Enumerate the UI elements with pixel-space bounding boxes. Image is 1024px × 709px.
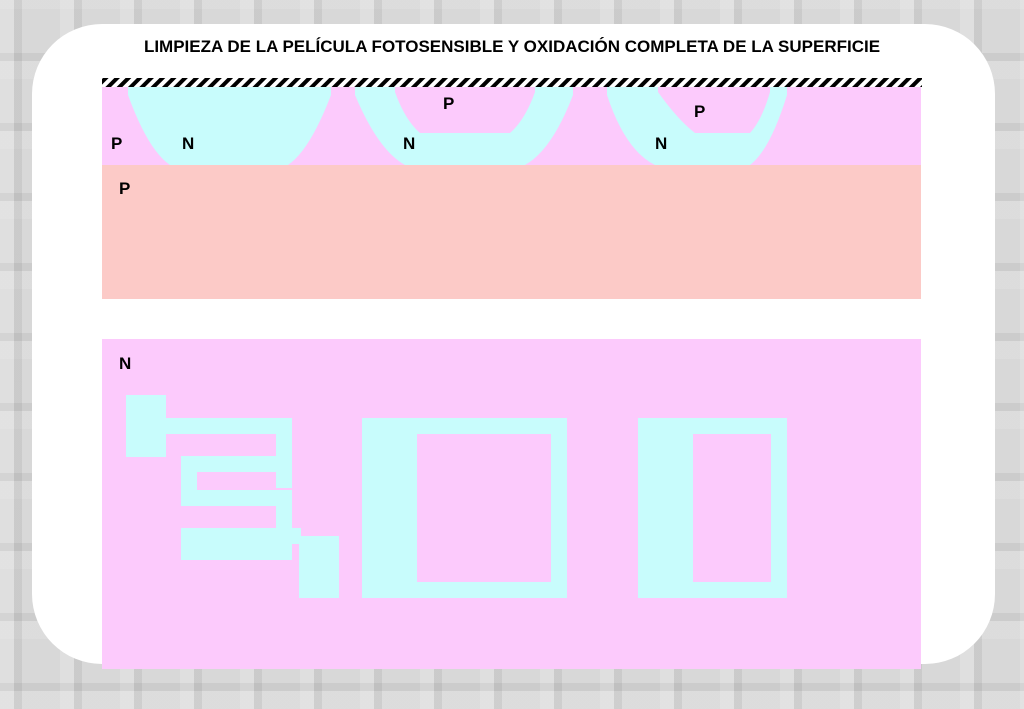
n-ring-rect: [638, 418, 787, 598]
serpentine-resistor: [126, 395, 339, 598]
cross-section: P N P N P N P: [102, 78, 922, 299]
resistor-pad-right: [299, 536, 339, 598]
resistor-pad-left: [126, 395, 166, 457]
label-n-well-3: N: [655, 134, 667, 153]
p-region-2: [395, 87, 535, 133]
label-p-region-2: P: [443, 94, 454, 113]
n-well-1: [128, 87, 331, 165]
slide-title: LIMPIEZA DE LA PELÍCULA FOTOSENSIBLE Y O…: [143, 37, 881, 56]
label-p-left: P: [111, 134, 122, 153]
label-n-top-view: N: [119, 354, 131, 373]
n-ring-square: [362, 418, 567, 598]
label-p-substrate: P: [119, 179, 130, 198]
label-n-well-2: N: [403, 134, 415, 153]
label-n-well-1: N: [182, 134, 194, 153]
p-region-3: [658, 87, 770, 133]
label-p-region-3: P: [694, 102, 705, 121]
top-view: N: [102, 339, 921, 669]
p-substrate: [102, 165, 921, 299]
oxide-layer: [102, 78, 922, 87]
